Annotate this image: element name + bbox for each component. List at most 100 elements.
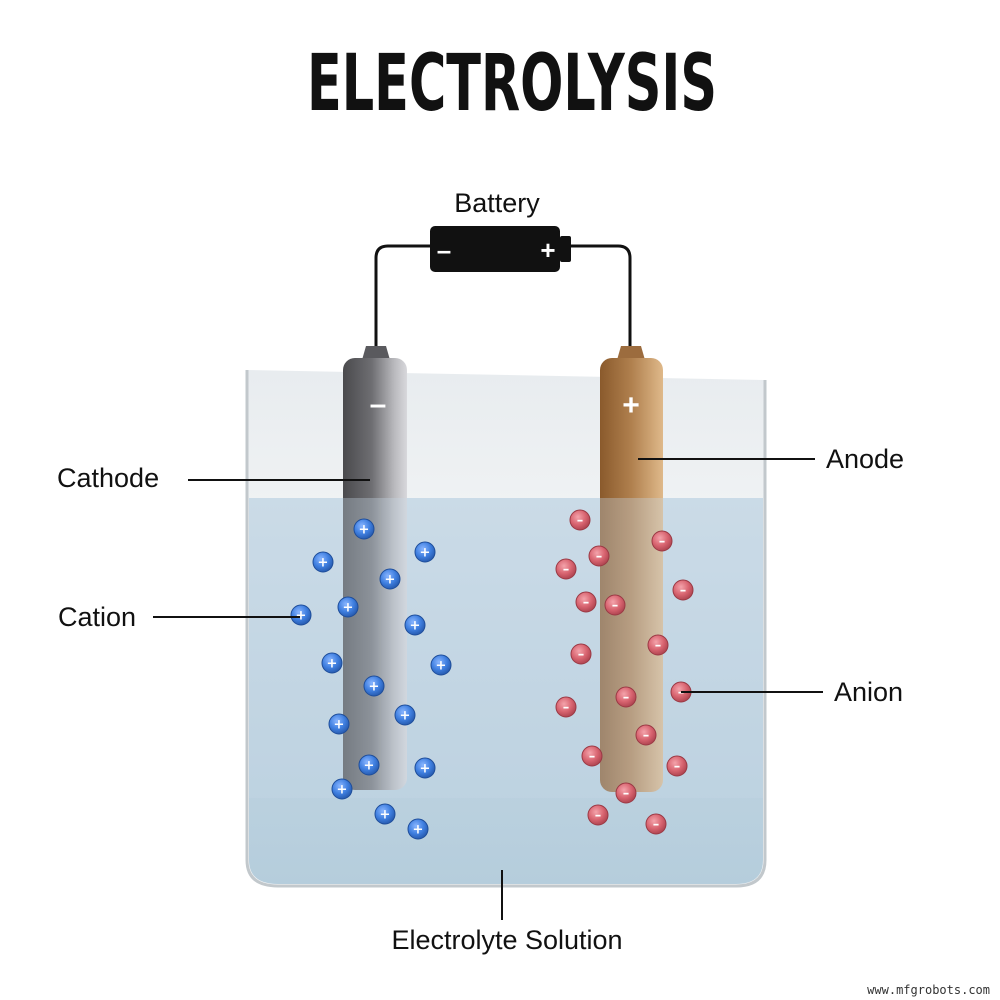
cathode-electrode: –	[343, 346, 407, 790]
cation-ion-sphere	[404, 614, 426, 636]
cation-ion-sign: +	[369, 680, 380, 695]
anion-ion-sign: –	[595, 809, 602, 824]
cathode-sign: –	[370, 388, 387, 421]
cation-ion: +	[363, 675, 385, 697]
cation-ion-sphere	[374, 803, 396, 825]
anion-ion: –	[615, 782, 637, 804]
anion-ion: –	[647, 634, 669, 656]
beaker-outline	[245, 370, 767, 888]
cation-ion-sphere	[290, 604, 312, 626]
anion-ion-sphere	[615, 686, 637, 708]
solution-overlay	[249, 498, 763, 798]
cation-ion-sign: +	[337, 783, 348, 798]
anion-ion-sphere	[587, 804, 609, 826]
anion-ion-sphere	[570, 643, 592, 665]
anion-ion-sign: –	[563, 563, 570, 578]
leader-lines	[153, 458, 823, 920]
anion-ion: –	[570, 643, 592, 665]
anion-ion: –	[555, 558, 577, 580]
cation-ion-sign: +	[296, 609, 307, 624]
anion-ion-sphere	[569, 509, 591, 531]
anion-ion-sphere	[666, 755, 688, 777]
battery-negative-sign: –	[437, 235, 451, 265]
anion-ion: –	[672, 579, 694, 601]
anion-label: Anion	[834, 677, 903, 707]
cation-ion-sphere	[337, 596, 359, 618]
anion-ion: –	[588, 545, 610, 567]
cation-ion-sign: +	[436, 659, 447, 674]
anion-ion-sign: –	[583, 596, 590, 611]
cation-ion-sphere	[379, 568, 401, 590]
anode-electrode: +	[600, 346, 663, 792]
cation-ion: +	[328, 713, 350, 735]
anion-ion-sphere	[555, 558, 577, 580]
anion-ion: –	[555, 696, 577, 718]
anion-ion-sphere	[604, 594, 626, 616]
cation-ion-sign: +	[410, 619, 421, 634]
cation-ion-sign: +	[318, 556, 329, 571]
cation-ion: +	[374, 803, 396, 825]
anion-ion-sign: –	[643, 729, 650, 744]
anode-rod	[600, 358, 663, 792]
cation-ion: +	[430, 654, 452, 676]
wire-positive	[570, 244, 632, 350]
cation-ion-sphere	[363, 675, 385, 697]
anion-ion-sign: –	[578, 648, 585, 663]
anion-ion-sign: –	[577, 514, 584, 529]
anion-ion: –	[615, 686, 637, 708]
anion-ion: –	[651, 530, 673, 552]
cation-ion-sphere	[430, 654, 452, 676]
anion-ion: –	[635, 724, 657, 746]
cation-ion-sign: +	[385, 573, 396, 588]
cation-ion: +	[331, 778, 353, 800]
anion-ion-sphere	[581, 745, 603, 767]
ions-layer: +++++++++++++++++––––––––––––––––––	[290, 509, 694, 840]
cation-ion: +	[312, 551, 334, 573]
cathode-cap	[362, 346, 390, 360]
anion-ion-sign: –	[623, 787, 630, 802]
cathode-rod	[343, 358, 407, 790]
anion-ion-sphere	[647, 634, 669, 656]
battery-body	[430, 226, 560, 272]
cation-ion: +	[290, 604, 312, 626]
anion-ion: –	[587, 804, 609, 826]
anion-ion-sign: –	[563, 701, 570, 716]
battery-label: Battery	[454, 188, 540, 218]
anion-ion-sphere	[635, 724, 657, 746]
cation-ion-sphere	[331, 778, 353, 800]
anion-ion: –	[604, 594, 626, 616]
cation-label: Cation	[58, 602, 136, 632]
cation-ion: +	[337, 596, 359, 618]
cation-ion-sign: +	[413, 823, 424, 838]
cation-ion: +	[414, 541, 436, 563]
battery-positive-sign: +	[540, 235, 555, 265]
cation-ion: +	[394, 704, 416, 726]
cation-ion-sphere	[328, 713, 350, 735]
anion-ion: –	[575, 591, 597, 613]
cation-ion-sign: +	[400, 709, 411, 724]
cation-ion-sign: +	[380, 808, 391, 823]
cation-ion-sphere	[394, 704, 416, 726]
battery: – +	[430, 226, 571, 272]
anion-ion: –	[569, 509, 591, 531]
cation-ion-sign: +	[334, 718, 345, 733]
wire-negative	[374, 244, 430, 350]
anion-ion-sign: –	[589, 750, 596, 765]
anion-ion-sphere	[588, 545, 610, 567]
anion-ion-sign: –	[653, 818, 660, 833]
anion-ion-sign: –	[659, 535, 666, 550]
diagram-title: ELECTROLYSIS	[307, 39, 717, 129]
cathode-label: Cathode	[57, 463, 159, 493]
anion-ion-sphere	[651, 530, 673, 552]
cation-ion-sign: +	[327, 657, 338, 672]
cation-ion-sign: +	[359, 523, 370, 538]
cation-ion-sphere	[358, 754, 380, 776]
cation-ion: +	[321, 652, 343, 674]
cation-ion-sign: +	[364, 759, 375, 774]
anion-ion: –	[645, 813, 667, 835]
anion-ion-sphere	[575, 591, 597, 613]
anion-ion-sphere	[645, 813, 667, 835]
watermark: www.mfgrobots.com	[867, 983, 990, 997]
anode-cap	[617, 346, 645, 360]
anion-ion-sphere	[555, 696, 577, 718]
